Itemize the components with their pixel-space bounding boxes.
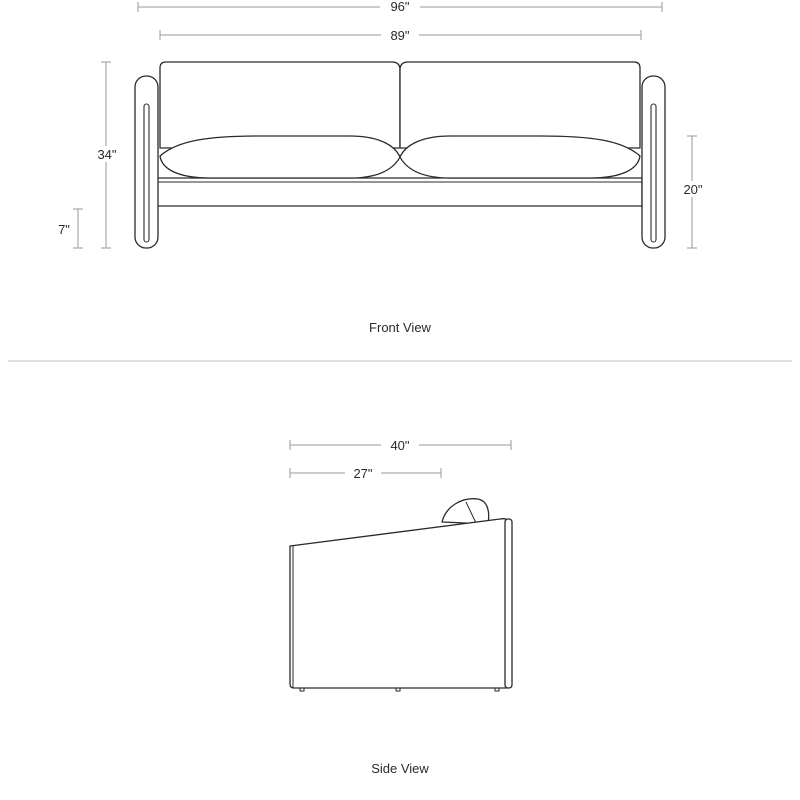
- sofa-base: [156, 177, 643, 207]
- side-view: 40" 27" Side View: [289, 437, 513, 776]
- leg-height-label: 7": [58, 222, 70, 237]
- side-body: [289, 518, 511, 689]
- inner-width-dimension: 89": [159, 27, 642, 43]
- left-arm-slot: [143, 103, 150, 243]
- overall-depth-label: 40": [390, 438, 409, 453]
- back-cushion-left: [159, 61, 401, 149]
- right-arm-slot: [650, 103, 657, 243]
- seat-height-label: 20": [683, 182, 702, 197]
- overall-height-dimension: 34": [92, 61, 122, 249]
- foot-middle: [395, 687, 401, 692]
- rear-panel: [504, 518, 513, 689]
- front-view-caption: Front View: [369, 320, 432, 335]
- seat-depth-dimension: 27": [289, 465, 442, 481]
- seat-cushion-left: [159, 135, 401, 179]
- inner-width-label: 89": [390, 28, 409, 43]
- overall-width-dimension: 96": [137, 0, 663, 14]
- seat-cushion-right: [399, 135, 641, 179]
- back-cushion-side: [441, 498, 490, 525]
- seat-height-dimension: 20": [678, 135, 708, 249]
- sofa-front-drawing: [134, 61, 666, 249]
- foot-front: [299, 687, 305, 692]
- overall-width-label: 96": [390, 0, 409, 14]
- overall-height-label: 34": [97, 147, 116, 162]
- seat-depth-label: 27": [353, 466, 372, 481]
- side-view-caption: Side View: [371, 761, 429, 776]
- overall-depth-dimension: 40": [289, 437, 512, 453]
- sofa-side-drawing: [289, 498, 513, 692]
- back-cushion-right: [399, 61, 641, 149]
- foot-rear: [494, 687, 500, 692]
- front-view: 96" 89" 34" 7": [54, 0, 708, 335]
- leg-height-dimension: 7": [54, 208, 83, 249]
